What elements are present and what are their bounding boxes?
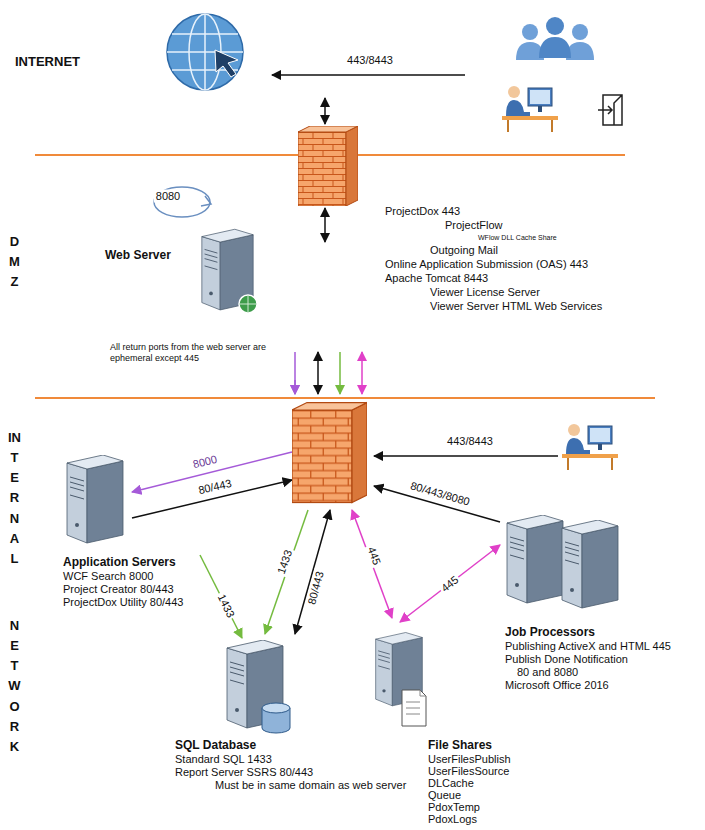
port-label: 445 — [364, 543, 384, 568]
service-label: Online Application Submission (OAS) 443 — [385, 258, 588, 271]
service-label: Viewer License Server — [430, 286, 540, 299]
node-heading: Application Servers — [63, 555, 196, 570]
internet-node: INTERNET — [10, 12, 260, 97]
node-detail: DLCache — [428, 777, 511, 789]
node-detail: UserFilesPublish — [428, 753, 511, 765]
connector — [200, 555, 242, 638]
app-server-node: Application ServersWCF Search 8000Projec… — [60, 455, 200, 615]
port-label: 1433 — [274, 546, 296, 577]
node-heading: File Shares — [428, 738, 511, 753]
node-detail: Standard SQL 1433 — [175, 753, 406, 766]
job-processor-node: Job ProcessorsPublishing ActiveX and HTM… — [500, 510, 690, 695]
port-label: 443/8443 — [445, 435, 495, 448]
node-heading: Job Processors — [505, 625, 686, 640]
node-detail: WCF Search 8000 — [63, 570, 196, 583]
port-label: 443/8443 — [345, 54, 395, 67]
port-label: 80/443 — [305, 568, 327, 608]
connector — [400, 545, 500, 622]
node-heading: Web Server — [105, 248, 256, 263]
port-label: 80/443 — [195, 476, 235, 497]
service-label: Viewer Server HTML Web Services — [430, 300, 602, 313]
node-detail: 80 and 8080 — [517, 666, 686, 679]
service-label: ProjectFlow — [445, 219, 502, 232]
node-detail: PdoxLogs — [428, 813, 511, 825]
service-label: ProjectDox 443 — [385, 205, 460, 218]
zone-label: NETWORK — [8, 616, 21, 757]
node-detail: Report Server SSRS 80/443 — [175, 766, 406, 779]
node-detail: Microsoft Office 2016 — [505, 679, 686, 692]
port-label: 8000 — [190, 452, 221, 472]
node-heading: INTERNET — [15, 54, 256, 70]
service-label: Outgoing Mail — [430, 244, 498, 257]
edge-label: 445 — [437, 571, 463, 595]
node-detail: PdoxTemp — [428, 801, 511, 813]
port-label: 8080 — [154, 190, 182, 203]
zone-label: DMZ — [8, 232, 21, 292]
node-heading: SQL Database — [175, 738, 406, 753]
file-share-node: File SharesUserFilesPublishUserFilesSour… — [370, 622, 515, 828]
node-detail: Publishing ActiveX and HTML 445 — [505, 640, 686, 653]
node-detail: Queue — [428, 789, 511, 801]
port-label: 80/443/8080 — [407, 479, 473, 509]
node-detail: Must be in same domain as web server — [215, 779, 406, 792]
service-label: Apache Tomcat 8443 — [385, 272, 488, 285]
note: All return ports from the web server are… — [110, 342, 270, 364]
sql-server-node: SQL DatabaseStandard SQL 1433Report Serv… — [172, 638, 410, 795]
service-label: WFlow DLL Cache Share — [478, 233, 557, 242]
node-detail: ProjectDox Utility 80/443 — [63, 596, 196, 609]
node-detail: UserFilesSource — [428, 765, 511, 777]
node-detail: Project Creator 80/443 — [63, 583, 196, 596]
zone-label: INTERNAL — [8, 428, 21, 569]
node-detail: Publish Done Notification — [505, 653, 686, 666]
edge-label: 1433 — [214, 591, 238, 622]
